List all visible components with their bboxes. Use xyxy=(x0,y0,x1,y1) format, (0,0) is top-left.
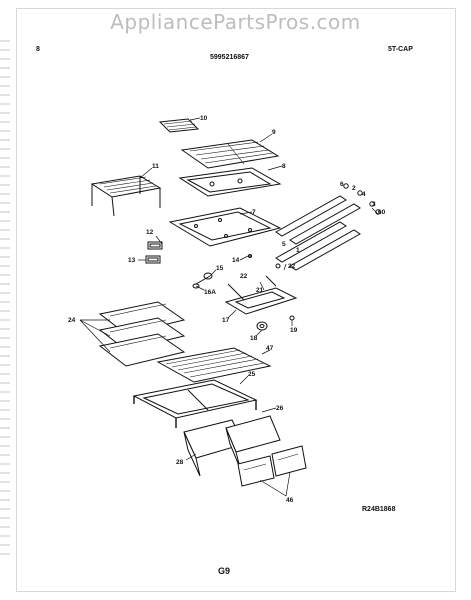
callout-labels: 10 9 8 11 7 6 2 4 3 60 1 5 12 13 14 15 1… xyxy=(68,115,386,504)
callout-12: 12 xyxy=(146,229,154,236)
part-46-drawer-fronts xyxy=(237,445,307,487)
callout-18: 18 xyxy=(250,335,258,342)
callout-19: 19 xyxy=(290,327,298,334)
model-code: 5T-CAP xyxy=(388,46,413,53)
callout-14: 14 xyxy=(232,257,240,264)
part-14-screw xyxy=(248,254,252,258)
callout-25: 25 xyxy=(248,371,256,378)
callout-2: 2 xyxy=(352,185,356,192)
part-17-22-control-housing xyxy=(224,263,298,331)
part-11-wire-rack xyxy=(90,175,162,217)
callout-4: 4 xyxy=(362,191,366,198)
callout-22-left: 22 xyxy=(240,273,248,280)
part-24-glass-shelves xyxy=(98,301,186,367)
part-12-13-clips xyxy=(145,241,163,264)
callout-1: 1 xyxy=(296,247,300,254)
callout-16a: 16A xyxy=(204,289,216,296)
callout-21: 21 xyxy=(256,287,264,294)
callout-6: 6 xyxy=(340,181,344,188)
callout-26: 26 xyxy=(276,405,284,412)
part-8-shelf-frame xyxy=(178,167,282,197)
header-left-mark: 8 xyxy=(36,46,40,53)
page-mark: G9 xyxy=(218,566,231,576)
part-7-plate xyxy=(168,207,282,247)
callout-10: 10 xyxy=(200,115,208,122)
part-25-crisper-frame xyxy=(132,379,258,428)
callout-15: 15 xyxy=(216,265,224,272)
callout-7: 7 xyxy=(252,209,256,216)
part-1-6-supports xyxy=(275,183,381,271)
callout-46: 46 xyxy=(286,497,294,504)
callout-17: 17 xyxy=(222,317,230,324)
diagram-frame xyxy=(16,8,456,592)
callout-13: 13 xyxy=(128,257,136,264)
callout-5: 5 xyxy=(282,241,286,248)
watermark: AppliancePartsPros.com xyxy=(110,10,361,34)
callout-28: 28 xyxy=(176,459,184,466)
part-26-28-drawers xyxy=(183,415,281,477)
part-number: 5995216867 xyxy=(210,54,249,61)
callout-60: 60 xyxy=(378,209,386,216)
drawing-code: R24B1868 xyxy=(362,506,396,513)
leader-lines xyxy=(79,117,379,497)
part-15-16a-control xyxy=(192,272,213,289)
callout-9: 9 xyxy=(272,129,276,136)
callout-8: 8 xyxy=(282,163,286,170)
part-47-crisper-cover xyxy=(156,347,272,383)
callout-24: 24 xyxy=(68,317,76,324)
part-10-grille xyxy=(158,118,200,133)
callout-47: 47 xyxy=(266,345,274,352)
part-9-shelf xyxy=(180,139,280,169)
scan-edge-artifact xyxy=(0,40,10,560)
callout-11: 11 xyxy=(152,163,159,170)
callout-3: 3 xyxy=(372,201,376,208)
callout-22-right: 22 xyxy=(288,263,296,270)
